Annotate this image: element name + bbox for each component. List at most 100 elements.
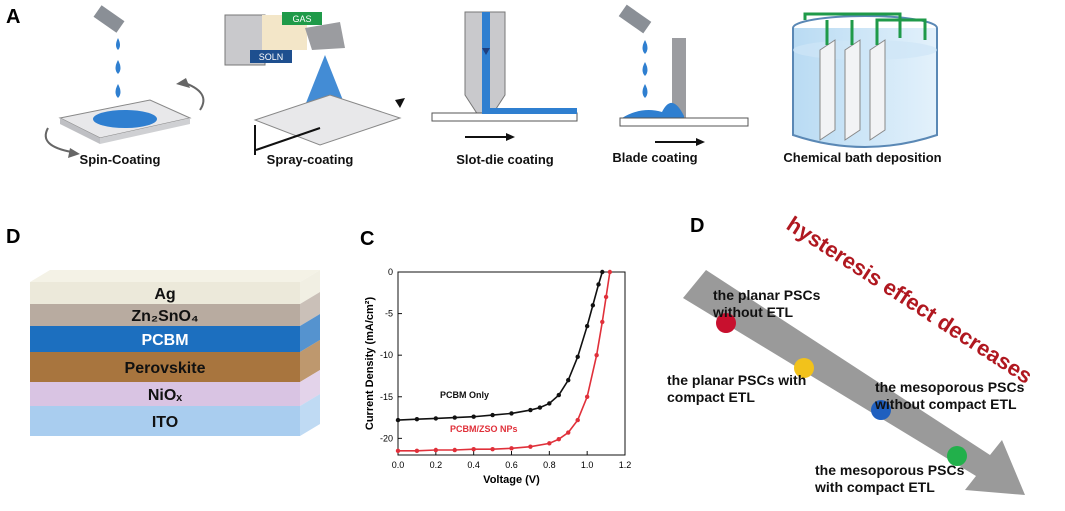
series-point-0	[471, 414, 476, 419]
stack-layer-side-3	[300, 340, 320, 382]
series-point-0	[566, 377, 571, 383]
series-point-0	[537, 405, 543, 410]
stack-layer-label-2: PCBM	[141, 332, 188, 349]
series-point-0	[590, 303, 596, 308]
series-point-0	[414, 417, 420, 422]
series-point-1	[603, 294, 609, 300]
hysteresis-point-label-0-line2: without ETL	[712, 304, 794, 320]
stack-layer-label-3: Perovskite	[125, 360, 206, 377]
series-point-1	[395, 448, 401, 454]
stack-layer-4	[30, 382, 300, 406]
method-caption-chemical-bath: Chemical bath deposition	[783, 150, 942, 165]
series-point-0	[575, 354, 580, 360]
stack-layer-side-0	[300, 270, 320, 304]
series-point-0	[433, 416, 439, 421]
series-point-1	[509, 446, 514, 451]
hysteresis-point-3	[947, 446, 967, 466]
stack-layer-side-2	[300, 314, 320, 352]
x-axis-label: Voltage (V)	[483, 474, 540, 486]
method-caption-blade: Blade coating	[612, 150, 698, 165]
method-caption-slot-die: Slot-die coating	[456, 152, 554, 167]
series-point-1	[594, 352, 599, 358]
y-tick-label: -10	[380, 350, 393, 360]
stack-layer-2	[30, 326, 300, 352]
series-point-1	[556, 436, 561, 442]
series-point-1	[607, 269, 613, 275]
series-point-1	[600, 319, 605, 325]
series-point-1	[575, 417, 580, 423]
series-point-0	[584, 323, 590, 329]
series-point-1	[414, 448, 420, 454]
stack-layer-side-1	[300, 292, 320, 326]
y-tick-label: -15	[380, 392, 393, 402]
hysteresis-point-label-2-line2: without compact ETL	[874, 396, 1017, 412]
series-point-1	[433, 447, 439, 453]
hysteresis-point-2	[871, 400, 891, 420]
hysteresis-point-label-1: the planar PSCs with	[667, 372, 806, 388]
hysteresis-point-label-2: the mesoporous PSCs	[875, 379, 1025, 395]
stack-layer-label-0: Ag	[154, 286, 175, 303]
y-axis-label: Current Density (mA/cm²)	[364, 297, 376, 431]
hysteresis-point-0	[716, 313, 736, 333]
method-caption-spin: Spin-Coating	[79, 152, 161, 167]
x-tick-label: 0.0	[392, 460, 405, 470]
chemical-bath-illustration	[792, 12, 938, 148]
soln-label: SOLN	[259, 52, 284, 62]
series-label-1: PCBM/ZSO NPs	[450, 424, 518, 434]
spin-coating-illustration	[44, 5, 205, 158]
series-point-0	[547, 401, 552, 406]
stack-layer-label-5: ITO	[152, 414, 178, 431]
method-caption-spray: Spray-coating	[266, 152, 354, 167]
stack-layer-5	[30, 406, 300, 436]
x-tick-label: 1.2	[619, 460, 632, 470]
stack-layer-1	[30, 304, 300, 326]
series-point-1	[452, 447, 457, 453]
series-point-0	[596, 282, 601, 287]
hysteresis-point-label-3-line2: with compact ETL	[814, 479, 935, 495]
panel-label-c: C	[360, 228, 375, 250]
series-point-0	[600, 269, 605, 275]
blade-coating-illustration	[618, 4, 749, 146]
stack-top-face	[30, 270, 320, 282]
hysteresis-point-label-3: the mesoporous PSCs	[815, 462, 965, 478]
series-point-0	[556, 392, 561, 398]
x-tick-label: 0.8	[543, 460, 556, 470]
x-tick-label: 0.2	[430, 460, 443, 470]
series-point-1	[566, 430, 571, 435]
stack-layer-label-1: Zn₂SnO₄	[131, 308, 198, 325]
y-tick-label: -20	[380, 433, 393, 443]
stack-layer-label-4: NiOₓ	[148, 387, 182, 404]
spray-coating-illustration: GAS SOLN	[224, 12, 405, 155]
slot-die-illustration	[431, 11, 578, 141]
hysteresis-point-1	[794, 358, 814, 378]
stack-layer-0	[30, 282, 300, 304]
series-point-0	[509, 411, 514, 416]
x-tick-label: 0.6	[505, 460, 518, 470]
stack-layer-side-5	[300, 394, 320, 436]
hysteresis-point-label-0: the planar PSCs	[713, 287, 821, 303]
series-label-0: PCBM Only	[440, 390, 489, 400]
series-point-0	[395, 417, 401, 423]
series-point-1	[528, 444, 533, 449]
hysteresis-point-label-1-line2: compact ETL	[667, 389, 755, 405]
series-point-1	[490, 446, 495, 452]
series-point-0	[528, 407, 533, 413]
series-point-0	[452, 415, 457, 420]
series-point-0	[490, 412, 495, 418]
panel-label-d-right: D	[690, 215, 705, 237]
x-tick-label: 1.0	[581, 460, 594, 470]
stack-layer-3	[30, 352, 300, 382]
series-point-1	[471, 446, 476, 452]
series-point-1	[584, 394, 590, 399]
gas-label: GAS	[292, 14, 311, 24]
x-tick-label: 0.4	[467, 460, 480, 470]
y-tick-label: 0	[388, 267, 393, 277]
series-point-1	[547, 441, 552, 446]
y-tick-label: -5	[385, 309, 393, 319]
panel-label-a: A	[6, 6, 21, 28]
panel-label-d-left: D	[6, 226, 21, 248]
hysteresis-arrow	[683, 270, 1025, 495]
